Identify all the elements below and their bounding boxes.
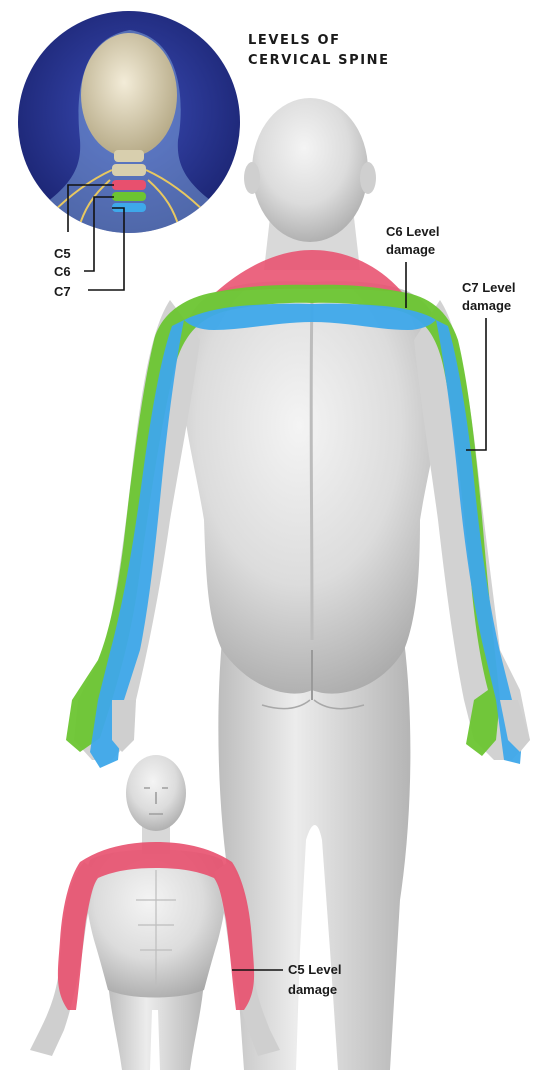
back-head: [252, 98, 368, 242]
inset-label-c7: C7: [54, 284, 71, 299]
back-ear-left: [244, 162, 260, 194]
callout-c7-line-1: C7 Level: [462, 280, 515, 295]
callout-c6-line-2: damage: [386, 242, 435, 257]
back-ear-right: [360, 162, 376, 194]
callout-c7-line-2: damage: [462, 298, 511, 313]
cervical-inset: [15, 8, 243, 240]
inset-skull: [81, 33, 177, 157]
spine-groove: [311, 300, 312, 640]
inset-vertebra-c6: [112, 192, 146, 201]
inset-label-c6: C6: [54, 264, 71, 279]
callout-c5-line-1: C5 Level: [288, 962, 341, 977]
inset-vertebra-mid: [112, 164, 146, 176]
inset-vertebra-c5: [112, 180, 146, 190]
inset-vertebra-upper: [114, 150, 144, 162]
back-left-hand: [112, 700, 136, 752]
title-line-2: CERVICAL SPINE: [248, 53, 390, 68]
title-line-1: LEVELS OF: [248, 33, 341, 48]
callout-c5-line-2: damage: [288, 982, 337, 997]
inset-label-c5: C5: [54, 246, 71, 261]
callout-c6-line-1: C6 Level: [386, 224, 439, 239]
